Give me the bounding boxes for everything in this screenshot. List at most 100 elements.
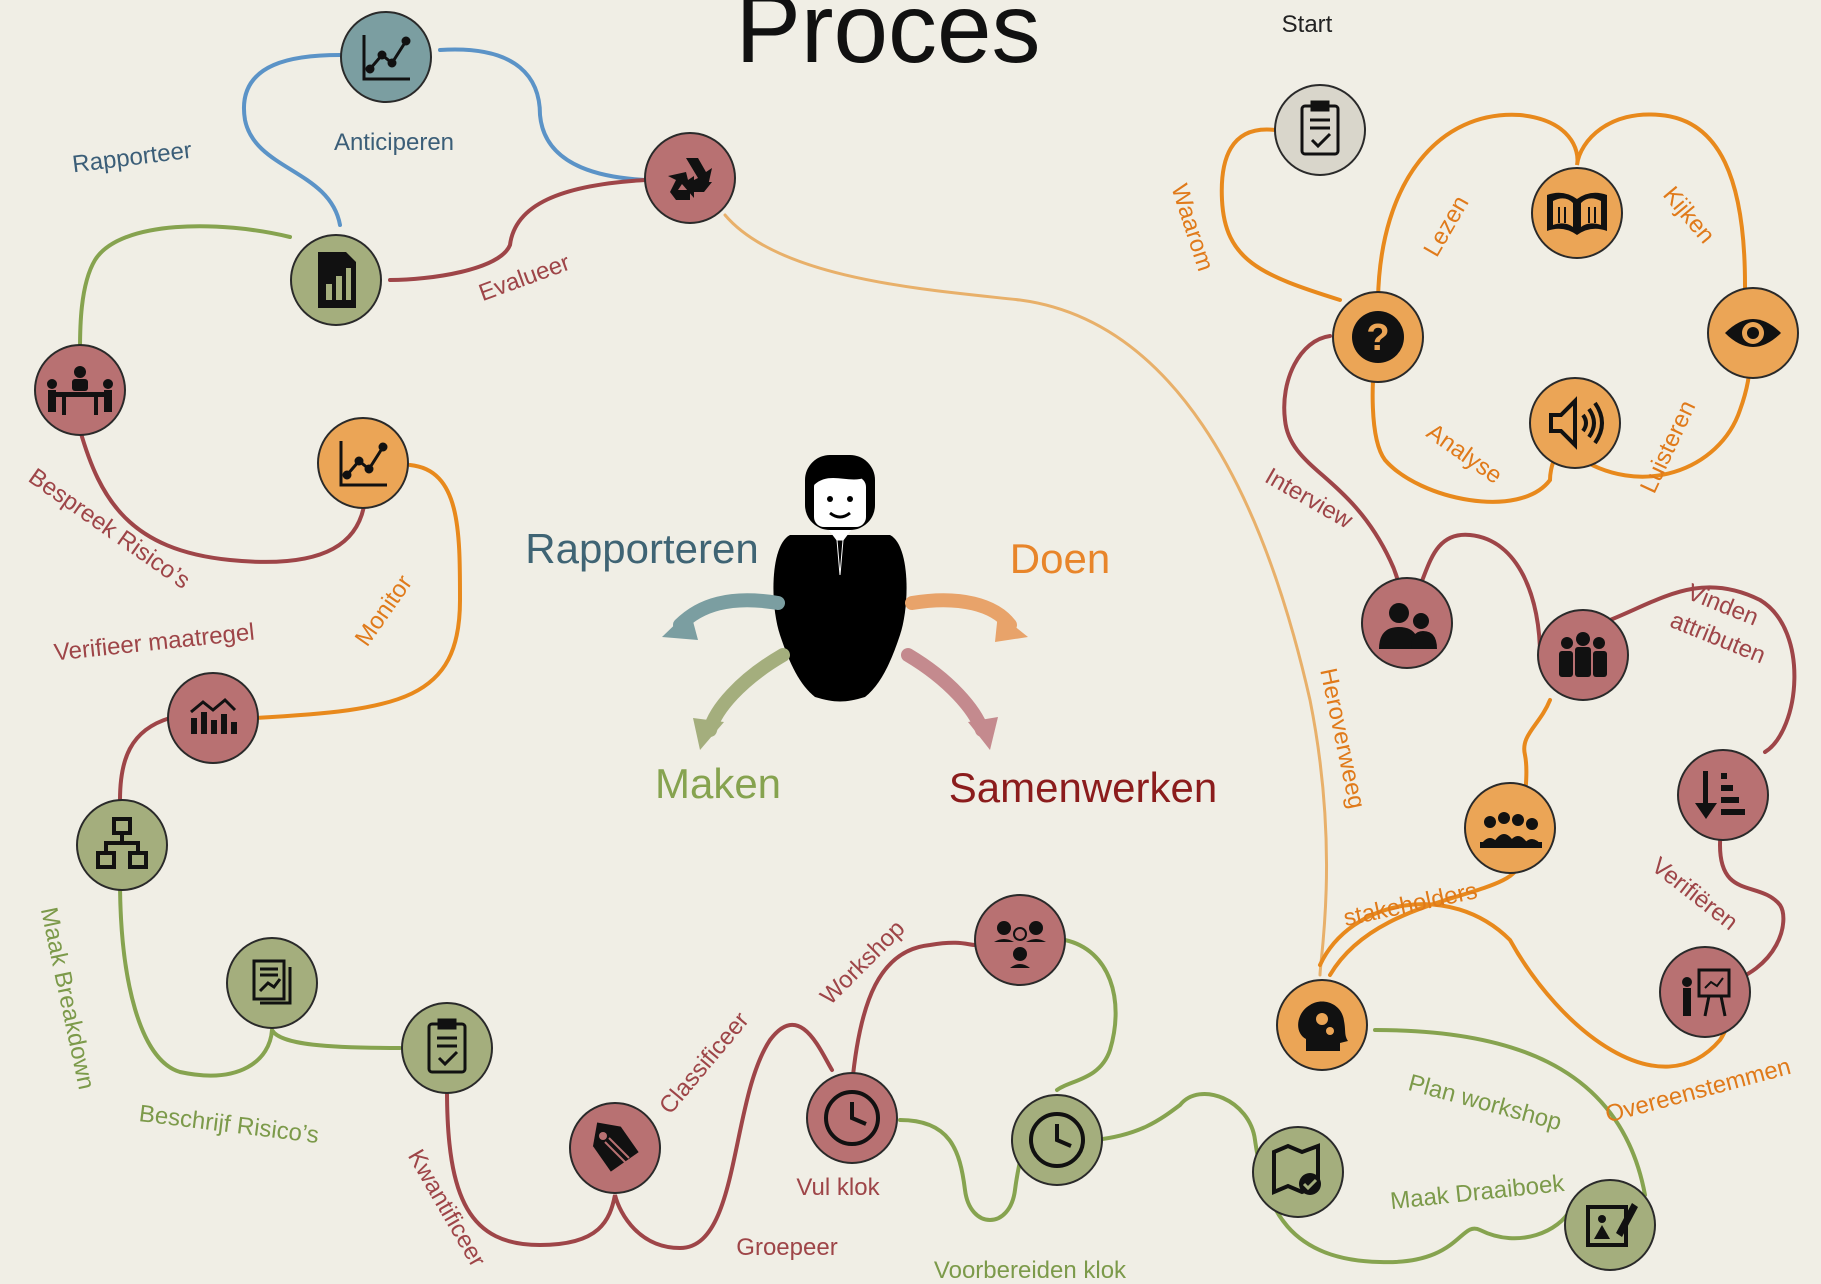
label-luisteren: Luisteren (1635, 396, 1701, 497)
clock-icon (1029, 1112, 1085, 1168)
businessman-icon (773, 455, 907, 702)
node-recycle[interactable] (644, 132, 736, 224)
presentation-icon (1682, 968, 1731, 1017)
path-red-left (118, 716, 172, 802)
node-stakeholders[interactable] (1464, 782, 1556, 874)
clock-icon (824, 1090, 880, 1146)
node-rapport[interactable] (290, 234, 382, 326)
arrowhead-samenwerken (968, 717, 998, 750)
label-vul-klok: Vul klok (796, 1174, 880, 1201)
node-vinden-attributen[interactable] (1537, 609, 1629, 701)
node-interview[interactable] (1361, 577, 1453, 669)
label-waarom: Waarom (1165, 181, 1218, 275)
group-network-icon (994, 921, 1046, 968)
arrow-samenwerken (901, 648, 989, 737)
node-head[interactable] (1276, 979, 1368, 1071)
label-kwantificeer: Kwantificeer (402, 1145, 491, 1272)
book-icon (1547, 192, 1607, 235)
node-edit[interactable] (1564, 1179, 1656, 1271)
bar-chart-document-icon (318, 252, 356, 308)
node-checklist[interactable] (401, 1002, 493, 1094)
label-stakeholders: stakeholders (1341, 877, 1480, 932)
node-hierarchy[interactable] (76, 799, 168, 891)
page-title: Proces (735, 0, 1040, 83)
node-verifieren[interactable] (1677, 749, 1769, 841)
path-bespreek (78, 428, 367, 564)
label-interview: Interview (1260, 463, 1357, 535)
node-kijken[interactable] (1707, 287, 1799, 379)
recycle-icon (668, 158, 712, 200)
map-check-icon (1272, 1143, 1321, 1196)
label-maak-breakdown: Maak Breakdown (35, 905, 100, 1092)
node-question[interactable]: ? (1332, 291, 1424, 383)
path-rapporteer (241, 47, 647, 227)
path-maak-breakdown (118, 878, 402, 1078)
tag-icon (592, 1122, 639, 1172)
path-monitor (253, 463, 463, 720)
label-groepeer: Groepeer (736, 1234, 837, 1261)
node-meeting[interactable] (34, 344, 126, 436)
label-evalueer: Evalueer (475, 249, 573, 307)
group-icon (1559, 632, 1607, 677)
node-workshop-group[interactable] (974, 894, 1066, 986)
node-tag[interactable] (569, 1102, 661, 1194)
two-people-icon (1379, 603, 1437, 649)
node-voorbereiden-klok[interactable] (1011, 1094, 1103, 1186)
hierarchy-icon (96, 817, 148, 869)
node-monitor[interactable] (317, 417, 409, 509)
bar-chart-icon (190, 697, 237, 734)
arrow-rapporteren (673, 593, 785, 632)
node-vul-klok[interactable] (806, 1072, 898, 1164)
label-classificeer: Classificeer (654, 1007, 754, 1119)
label-bespreek-risicos: Bespreek Risico’s (24, 463, 195, 594)
center-label-samenwerken: Samenwerken (949, 764, 1217, 811)
label-maak-draaiboek: Maak Draaiboek (1389, 1170, 1567, 1215)
meeting-table-icon (47, 366, 113, 415)
eye-icon (1725, 319, 1781, 347)
crowd-icon (1480, 812, 1542, 848)
node-draaiboek[interactable] (1252, 1126, 1344, 1218)
label-lezen: Lezen (1418, 191, 1474, 261)
label-kijken: Kijken (1657, 181, 1720, 248)
label-overeenstemmen: Overeenstemmen (1602, 1053, 1793, 1128)
label-verifieer-maatregel: Verifieer maatregel (53, 619, 256, 667)
center-label-rapporteren: Rapporteren (525, 525, 758, 572)
arrow-maken (703, 648, 790, 737)
node-anticiperen[interactable] (340, 11, 432, 103)
arrow-doen (905, 593, 1017, 632)
question-icon: ? (1352, 311, 1404, 363)
arrowhead-doen (995, 613, 1028, 642)
node-start[interactable] (1274, 84, 1366, 176)
path-evalueer (388, 178, 647, 282)
label-voorbereiden-klok: Voorbereiden klok (934, 1257, 1127, 1284)
label-verifieren: Verifiëren (1646, 852, 1743, 936)
path-waarom (1219, 127, 1342, 302)
path-kwantificeer (445, 1023, 834, 1251)
report-pages-icon (252, 959, 292, 1005)
center-label-doen: Doen (1010, 535, 1110, 582)
center-label-maken: Maken (655, 760, 781, 807)
label-beschrijf-risicos: Beschrijf Risico’s (137, 1100, 320, 1149)
node-presentation[interactable] (1659, 946, 1751, 1038)
label-workshop: Workshop (815, 915, 910, 1010)
head-gears-icon (1298, 1001, 1348, 1051)
path-heroverweeg (723, 213, 1329, 977)
edit-shapes-icon (1586, 1203, 1638, 1247)
arrowhead-maken (693, 718, 724, 750)
node-luisteren[interactable] (1529, 377, 1621, 469)
arrowhead-rapporteren (662, 610, 698, 640)
label-rapporteer: Rapporteer (71, 137, 193, 178)
path-plan-workshop (1373, 1028, 1647, 1197)
center-arrows (662, 593, 1028, 750)
path-green-top-left (78, 224, 292, 352)
line-chart-icon (362, 35, 411, 81)
svg-text:?: ? (1366, 317, 1389, 359)
node-lezen[interactable] (1531, 167, 1623, 259)
speaker-icon (1549, 396, 1604, 450)
path-interview (1282, 334, 1407, 612)
node-report-pages[interactable] (226, 937, 318, 1029)
path-workshop (850, 940, 977, 1087)
label-analyse: Analyse (1422, 418, 1507, 489)
node-bar-chart[interactable] (167, 672, 259, 764)
